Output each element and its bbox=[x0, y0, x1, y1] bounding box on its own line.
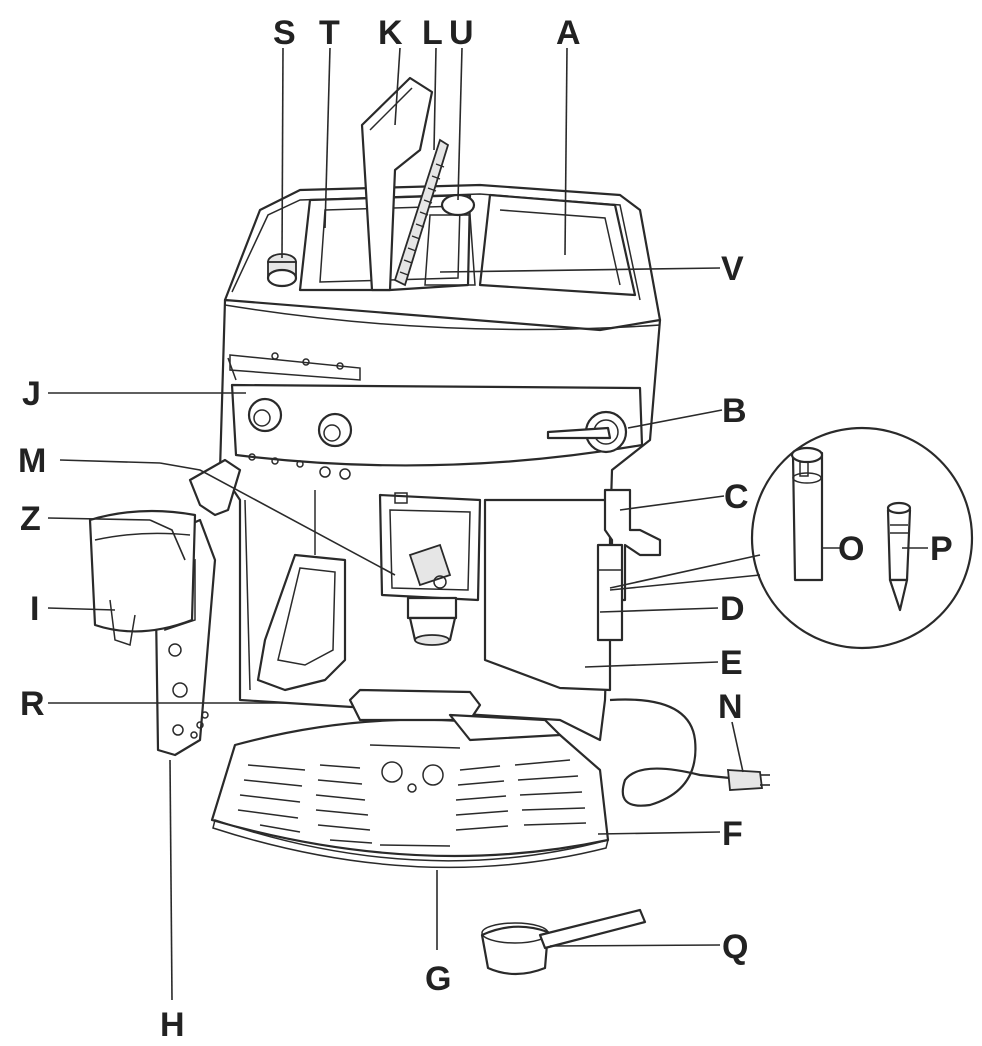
brewing-unit bbox=[378, 492, 482, 602]
right-knob bbox=[317, 412, 353, 448]
grounds-container bbox=[88, 509, 197, 646]
label-c: C bbox=[724, 478, 749, 516]
label-f: F bbox=[722, 815, 743, 853]
label-e: E bbox=[720, 644, 743, 682]
steam-knob bbox=[546, 410, 628, 454]
drip-tray bbox=[210, 688, 610, 869]
pin-p bbox=[886, 501, 912, 612]
label-k: K bbox=[378, 14, 403, 52]
detail-inset bbox=[750, 426, 974, 650]
label-h: H bbox=[160, 1006, 185, 1044]
power-cord bbox=[609, 698, 770, 807]
label-n: N bbox=[718, 688, 743, 726]
coffee-spout bbox=[406, 596, 458, 646]
grind-knob bbox=[266, 253, 298, 288]
label-s: S bbox=[273, 14, 296, 52]
cappuccino-maker bbox=[596, 488, 662, 642]
label-z: Z bbox=[20, 500, 41, 538]
label-u: U bbox=[449, 14, 474, 52]
label-d: D bbox=[720, 590, 745, 628]
label-t: T bbox=[319, 14, 340, 52]
label-j: J bbox=[22, 375, 41, 413]
measuring-scoop bbox=[480, 908, 647, 976]
label-r: R bbox=[20, 685, 45, 723]
label-i: I bbox=[30, 590, 39, 628]
part-labels: S T K L U A V J B M C Z O P I D E R N F … bbox=[18, 14, 953, 1044]
machine-body bbox=[88, 76, 974, 976]
label-b: B bbox=[722, 392, 747, 430]
nozzle-o bbox=[790, 446, 824, 582]
leader-lines bbox=[47, 47, 928, 1001]
label-p: P bbox=[930, 530, 953, 568]
label-g: G bbox=[425, 960, 451, 998]
label-l: L bbox=[422, 14, 443, 52]
left-knob bbox=[247, 397, 283, 433]
label-m: M bbox=[18, 442, 46, 480]
label-o: O bbox=[838, 530, 864, 568]
label-q: Q bbox=[722, 928, 748, 966]
grounds-drawer bbox=[256, 553, 347, 692]
label-v: V bbox=[721, 250, 744, 288]
label-a: A bbox=[556, 14, 581, 52]
